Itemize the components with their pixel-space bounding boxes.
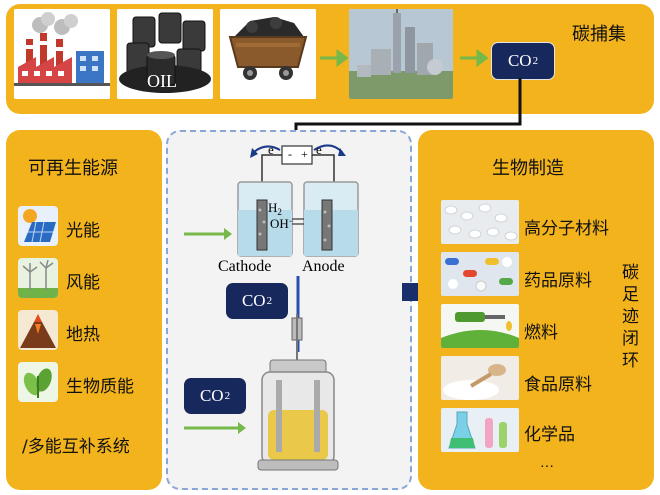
side-label-char: 碳 (622, 263, 639, 283)
power-plus-sign: + (301, 147, 308, 161)
energy-label-solar: 光能 (66, 221, 100, 241)
co2-text: CO (241, 291, 266, 310)
side-label-char: 闭 (622, 329, 639, 349)
oil-barrels-image: OIL (117, 9, 213, 99)
product-label-polymer: 高分子材料 (524, 219, 609, 239)
side-label-char: 足 (622, 285, 639, 305)
fuel-nozzle-icon (441, 304, 519, 348)
co2-text: CO (199, 386, 224, 405)
energy-label-geothermal: 地热 (66, 325, 100, 345)
electron-label-right: e (316, 142, 322, 157)
co2-subscript: 2 (532, 55, 539, 67)
hydroxide-superscript: − (288, 216, 294, 226)
oil-label: OIL (147, 71, 177, 91)
hydrogen-subscript: 2 (277, 207, 282, 217)
energy-label-biomass: 生物质能 (66, 377, 134, 397)
side-label-char: 迹 (622, 307, 639, 327)
solar-panel-icon (18, 206, 58, 246)
hydroxide-label: OH− (270, 216, 294, 232)
volcano-icon (18, 310, 58, 350)
side-label-char: 环 (622, 351, 639, 371)
product-label-fuel: 燃料 (524, 323, 558, 343)
energy-label-wind: 风能 (66, 273, 100, 293)
product-label-chemicals: 化学品 (524, 425, 575, 445)
power-minus-sign: - (288, 147, 292, 161)
co2-text: CO (507, 51, 532, 70)
hydrogen-label: H2 (268, 200, 282, 217)
product-label-pharma: 药品原料 (524, 271, 592, 291)
multi-energy-system-label: /多能互补系统 (22, 437, 130, 457)
carbon-footprint-loop-label: 碳 足 迹 闭 环 (622, 262, 642, 372)
leaves-icon (18, 362, 58, 402)
flask-icon (441, 408, 519, 452)
polymer-pellets-icon (441, 200, 519, 244)
cathode-label: Cathode (218, 258, 272, 275)
co2-subscript: 2 (224, 390, 231, 402)
biomanufacturing-title: 生物制造 (492, 158, 564, 179)
co2-subscript: 2 (266, 295, 273, 307)
electron-label-left: e (268, 142, 274, 157)
flow-arrows-top (320, 49, 489, 67)
wind-turbine-icon (18, 258, 58, 298)
carbon-capture-label: 碳捕集 (572, 24, 626, 45)
product-label-food: 食品原料 (524, 375, 592, 395)
hydroxide-text: OH (270, 216, 289, 231)
renewable-energy-title: 可再生能源 (28, 158, 118, 179)
more-products-ellipsis: … (540, 456, 554, 471)
flour-icon (441, 356, 519, 400)
pills-icon (441, 252, 519, 296)
anode-label: Anode (302, 258, 345, 275)
hydrogen-text: H (268, 200, 278, 215)
factory-image (14, 9, 110, 99)
